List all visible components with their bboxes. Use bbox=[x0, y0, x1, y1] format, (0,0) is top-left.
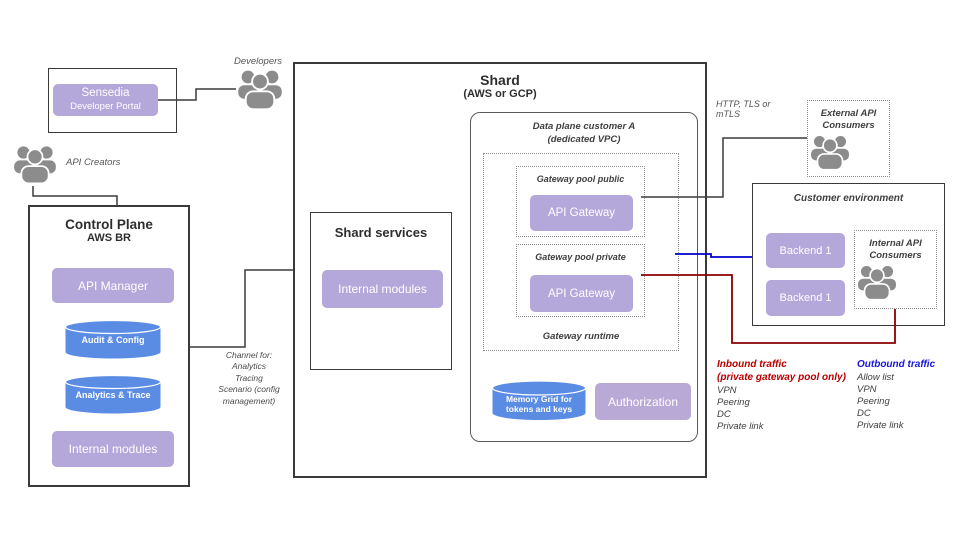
audit-config-db: Audit & Config bbox=[64, 320, 162, 360]
internal-api-consumers-box: Internal API Consumers bbox=[854, 230, 937, 309]
analytics-trace-db: Analytics & Trace bbox=[64, 375, 162, 415]
gateway-runtime-box: Gateway pool public API Gateway Gateway … bbox=[483, 153, 679, 351]
portal-line1: Sensedia bbox=[81, 87, 130, 100]
shard-box: Shard (AWS or GCP) Shard services Intern… bbox=[293, 62, 707, 478]
edge-controlplane-shard bbox=[190, 269, 293, 348]
channel-note: Channel for: Analytics Tracing Scenario … bbox=[218, 350, 280, 406]
authorization-box: Authorization bbox=[595, 383, 691, 420]
external-api-consumers-icon bbox=[808, 133, 889, 171]
external-api-consumers-box: External API Consumers bbox=[807, 100, 890, 177]
outbound-traffic-title: Outbound traffic bbox=[857, 359, 936, 370]
data-plane-title: Data plane customer A (dedicated VPC) bbox=[532, 121, 636, 145]
api-gateway-public-box: API Gateway bbox=[530, 195, 633, 231]
internal-api-consumers-label: Internal API Consumers bbox=[869, 238, 922, 261]
inbound-traffic-items: VPN Peering DC Private link bbox=[717, 385, 764, 432]
external-api-consumers-label: External API Consumers bbox=[820, 108, 877, 131]
api-creators-label: API Creators bbox=[66, 157, 121, 168]
memory-grid-db: Memory Grid for tokens and keys bbox=[491, 380, 587, 422]
customer-environment-title: Customer environment bbox=[793, 193, 904, 204]
api-manager-box: API Manager bbox=[52, 268, 174, 303]
internal-api-consumers-icon bbox=[855, 263, 936, 301]
edge-apicreators-controlplane bbox=[32, 186, 118, 205]
portal-line2: Developer Portal bbox=[70, 101, 141, 113]
api-creators-icon bbox=[12, 142, 58, 186]
developer-portal-box: Sensedia Developer Portal bbox=[53, 84, 158, 116]
gateway-runtime-label: Gateway runtime bbox=[542, 331, 620, 342]
shard-title: Shard bbox=[480, 72, 520, 88]
api-gateway-private-box: API Gateway bbox=[530, 275, 633, 312]
customer-environment-box: Customer environment Backend 1 Backend 1… bbox=[752, 183, 945, 326]
gateway-pool-public-label: Gateway pool public bbox=[536, 174, 625, 184]
developers-icon bbox=[236, 66, 284, 112]
developers-label: Developers bbox=[233, 56, 283, 67]
backend-2-box: Backend 1 bbox=[766, 280, 845, 316]
shard-services-box: Shard services Internal modules bbox=[310, 212, 452, 370]
control-plane-title: Control Plane bbox=[65, 217, 153, 232]
shard-services-title: Shard services bbox=[334, 225, 428, 240]
cp-internal-modules-box: Internal modules bbox=[52, 431, 174, 467]
gateway-pool-private-label: Gateway pool private bbox=[535, 252, 626, 262]
control-plane-box: Control Plane AWS BR API Manager Audit &… bbox=[28, 205, 190, 487]
outbound-traffic-note: Outbound traffic Allow list VPN Peering … bbox=[857, 358, 957, 431]
outbound-traffic-items: Allow list VPN Peering DC Private link bbox=[857, 372, 904, 431]
shard-internal-modules-box: Internal modules bbox=[322, 270, 443, 308]
backend-1-box: Backend 1 bbox=[766, 233, 845, 268]
analytics-trace-label: Analytics & Trace bbox=[75, 390, 151, 401]
http-tls-label: HTTP, TLS or mTLS bbox=[716, 99, 771, 119]
inbound-traffic-title: Inbound traffic (private gateway pool on… bbox=[717, 359, 846, 383]
gateway-pool-public-box: Gateway pool public API Gateway bbox=[516, 166, 645, 237]
data-plane-box: Data plane customer A (dedicated VPC) Ga… bbox=[470, 112, 698, 442]
memory-grid-label: Memory Grid for tokens and keys bbox=[505, 393, 573, 415]
gateway-pool-private-box: Gateway pool private API Gateway bbox=[516, 244, 645, 317]
audit-config-label: Audit & Config bbox=[81, 335, 145, 346]
shard-subtitle: (AWS or GCP) bbox=[463, 88, 537, 100]
control-plane-subtitle: AWS BR bbox=[87, 232, 131, 244]
inbound-traffic-note: Inbound traffic (private gateway pool on… bbox=[717, 358, 862, 433]
